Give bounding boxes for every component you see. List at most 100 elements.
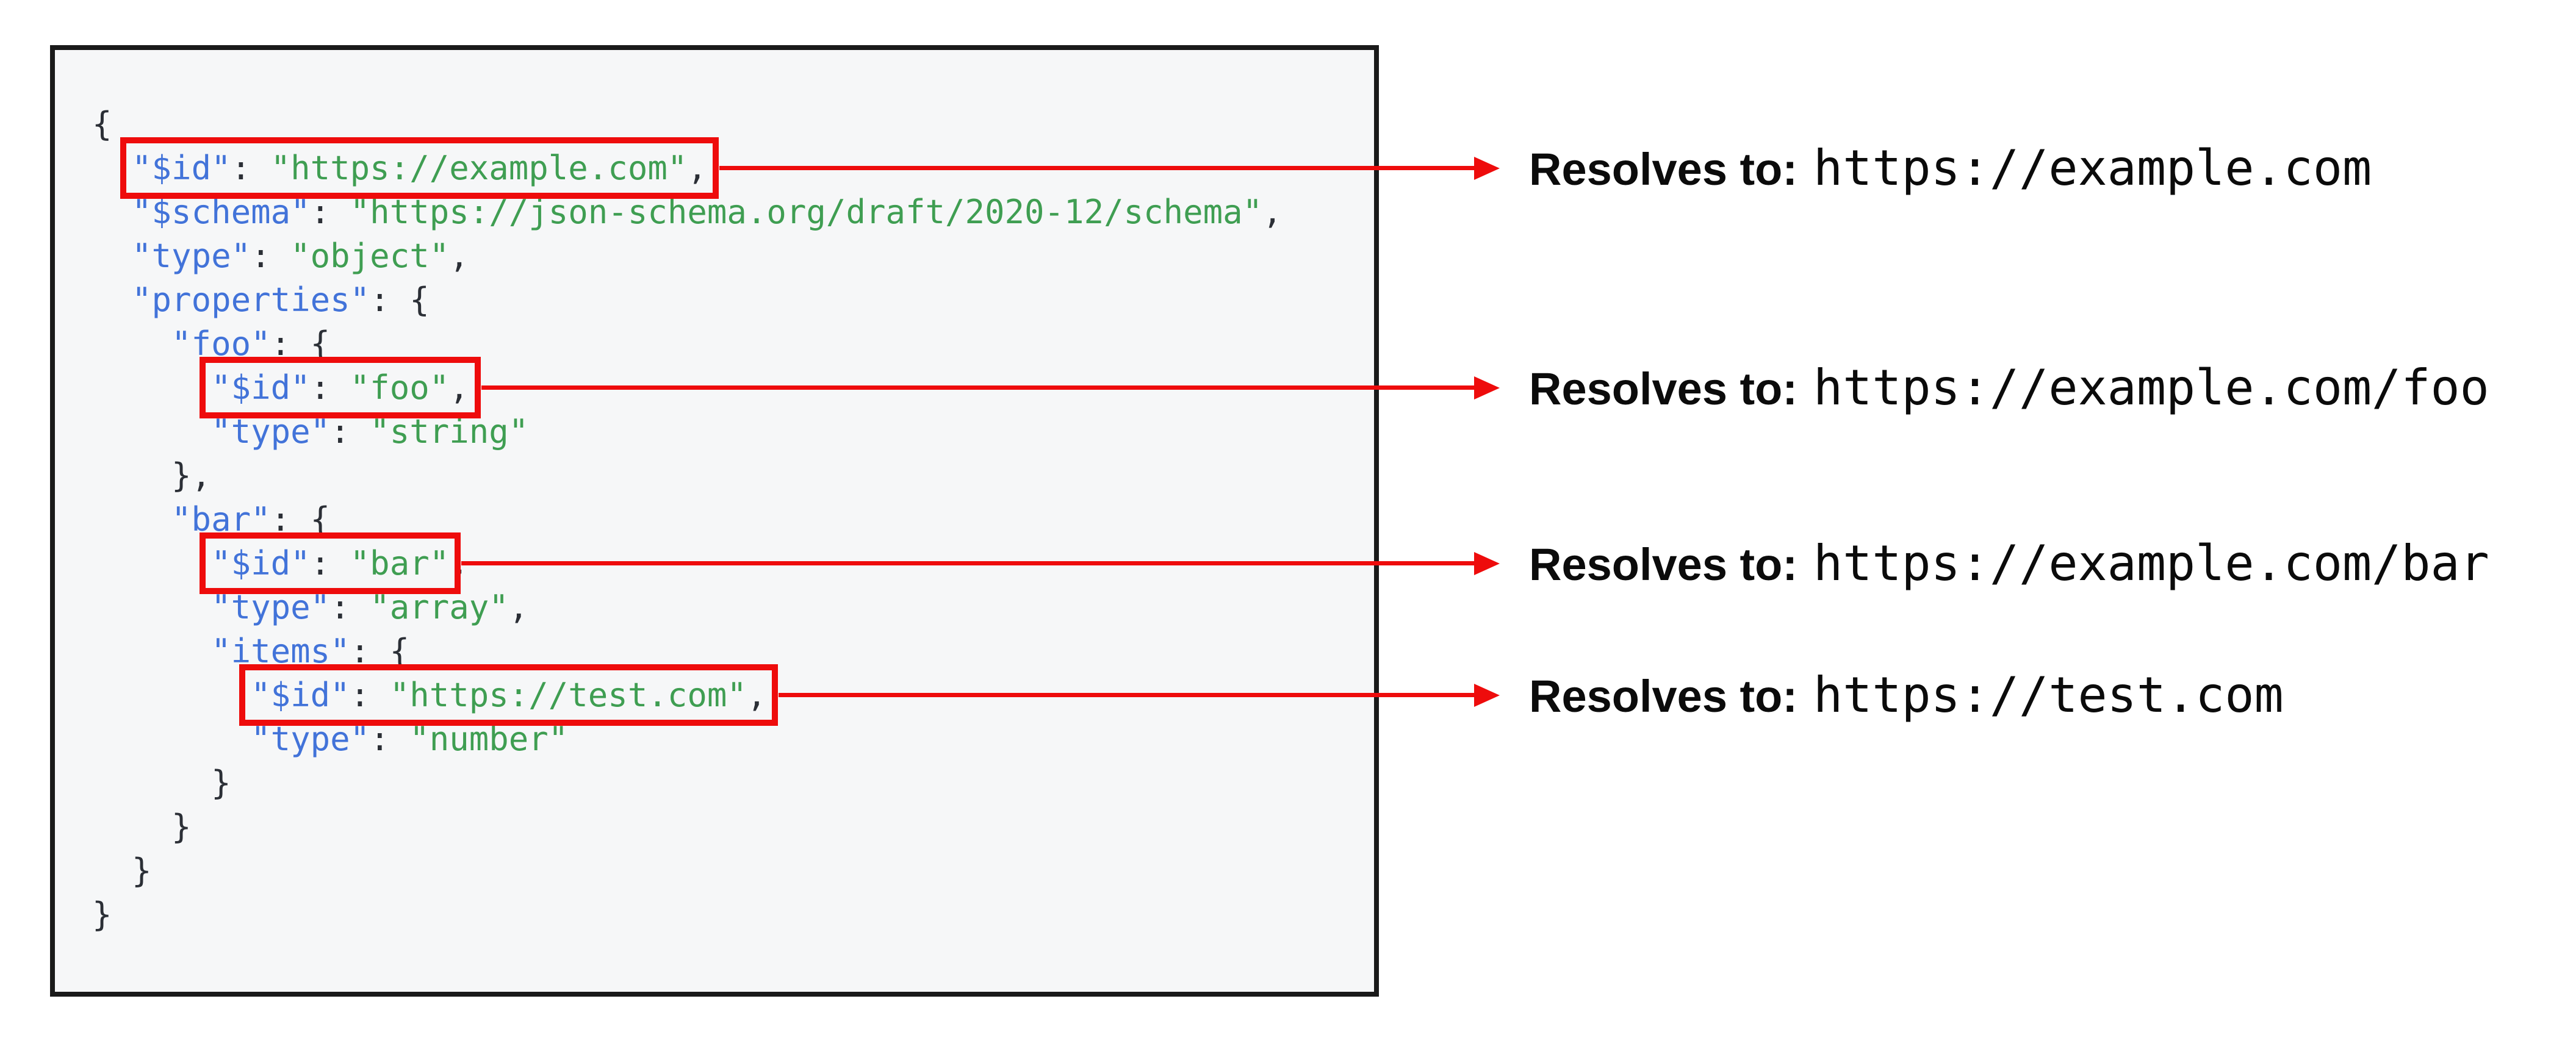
code-token: "$id": [211, 368, 311, 407]
arrow-right-icon: [1474, 376, 1500, 400]
code-token: : {: [270, 500, 331, 539]
code-token: "type": [132, 237, 251, 275]
resolve-url: https://example.com: [1813, 140, 2372, 196]
code-token: ,: [449, 237, 469, 275]
code-token: "string": [370, 412, 529, 451]
code-token: [92, 720, 251, 758]
resolve-url: https://test.com: [1813, 667, 2284, 723]
resolve-label: Resolves to:: [1529, 671, 1798, 722]
json-schema-code-block: { "$id": "https://example.com", "$schema…: [50, 45, 1379, 997]
code-token: "$id": [132, 149, 231, 187]
code-line: "type": "number": [92, 717, 1374, 761]
code-token: [92, 149, 132, 187]
code-content: { "$id": "https://example.com", "$schema…: [55, 50, 1374, 937]
code-line: "items": {: [92, 629, 1374, 673]
code-line: {: [92, 102, 1374, 146]
code-token: "https://json-schema.org/draft/2020-12/s…: [350, 193, 1263, 231]
code-token: "foo": [350, 368, 450, 407]
code-token: "https://example.com": [270, 149, 688, 187]
code-token: [92, 500, 171, 539]
code-line: "properties": {: [92, 278, 1374, 322]
code-line: "bar": {: [92, 498, 1374, 542]
code-token: :: [310, 368, 350, 407]
code-token: "type": [211, 588, 331, 626]
code-line: },: [92, 454, 1374, 498]
code-token: "number": [409, 720, 569, 758]
code-token: "$schema": [132, 193, 311, 231]
code-token: [92, 588, 211, 626]
code-line: "type": "array",: [92, 586, 1374, 629]
id-highlight-box: "$id": "https://test.com",: [239, 664, 779, 726]
code-line: "type": "object",: [92, 234, 1374, 278]
resolve-label: Resolves to:: [1529, 364, 1798, 414]
code-token: [92, 193, 132, 231]
resolve-annotation-2: Resolves to: https://example.com/foo: [1529, 359, 2489, 416]
code-token: : {: [270, 324, 331, 363]
code-line: "$id": "bar",: [92, 532, 1374, 594]
code-token: }: [92, 851, 152, 890]
code-line: }: [92, 761, 1374, 805]
code-token: [92, 368, 211, 407]
code-token: : {: [350, 632, 410, 670]
code-line: }: [92, 849, 1374, 893]
code-token: ,: [687, 149, 707, 187]
code-token: ,: [508, 588, 529, 626]
arrow-right-icon: [1474, 551, 1500, 575]
arrow-line: [719, 166, 1477, 170]
resolve-url: https://example.com/bar: [1813, 535, 2489, 592]
code-token: :: [350, 676, 390, 714]
code-token: },: [92, 456, 212, 495]
code-line: "$schema": "https://json-schema.org/draf…: [92, 190, 1374, 234]
code-token: "type": [251, 720, 370, 758]
code-token: "foo": [171, 324, 271, 363]
code-token: :: [231, 149, 271, 187]
arrow-line: [481, 385, 1477, 390]
resolve-annotation-1: Resolves to: https://example.com: [1529, 140, 2372, 196]
resolve-annotation-4: Resolves to: https://test.com: [1529, 667, 2284, 723]
resolve-label: Resolves to:: [1529, 539, 1798, 590]
arrow-line: [779, 693, 1477, 697]
code-token: "https://test.com": [389, 676, 747, 714]
resolve-url: https://example.com/foo: [1813, 359, 2489, 416]
id-highlight-box: "$id": "foo",: [200, 357, 481, 418]
code-token: :: [310, 544, 350, 582]
code-token: "$id": [211, 544, 311, 582]
code-line: "$id": "https://test.com",: [92, 664, 1374, 726]
code-token: "array": [370, 588, 509, 626]
code-token: :: [370, 720, 410, 758]
code-line: "$id": "https://example.com",: [92, 137, 1374, 199]
code-token: :: [310, 193, 350, 231]
code-token: "type": [211, 412, 331, 451]
code-token: }: [92, 764, 231, 802]
code-token: [92, 281, 132, 319]
code-line: "$id": "foo",: [92, 357, 1374, 418]
code-token: : {: [370, 281, 430, 319]
arrow-right-icon: [1474, 156, 1500, 180]
code-token: [92, 544, 211, 582]
code-token: [92, 237, 132, 275]
code-token: }: [92, 808, 192, 846]
resolve-label: Resolves to:: [1529, 144, 1798, 195]
code-line: "type": "string": [92, 410, 1374, 454]
code-token: "bar": [171, 500, 271, 539]
arrow-line: [461, 561, 1477, 565]
id-highlight-box: "$id": "bar": [200, 532, 461, 594]
code-token: "properties": [132, 281, 370, 319]
code-token: [92, 676, 251, 714]
code-line: }: [92, 893, 1374, 937]
code-token: ,: [746, 676, 767, 714]
code-token: [92, 324, 171, 363]
code-token: "items": [211, 632, 350, 670]
code-token: ,: [449, 368, 469, 407]
code-line: }: [92, 805, 1374, 849]
code-token: {: [92, 105, 112, 143]
code-token: :: [330, 412, 370, 451]
code-token: ,: [1262, 193, 1283, 231]
code-token: [92, 632, 211, 670]
code-token: [92, 412, 211, 451]
arrow-right-icon: [1474, 683, 1500, 707]
code-token: "object": [290, 237, 450, 275]
code-token: :: [330, 588, 370, 626]
code-token: :: [251, 237, 291, 275]
